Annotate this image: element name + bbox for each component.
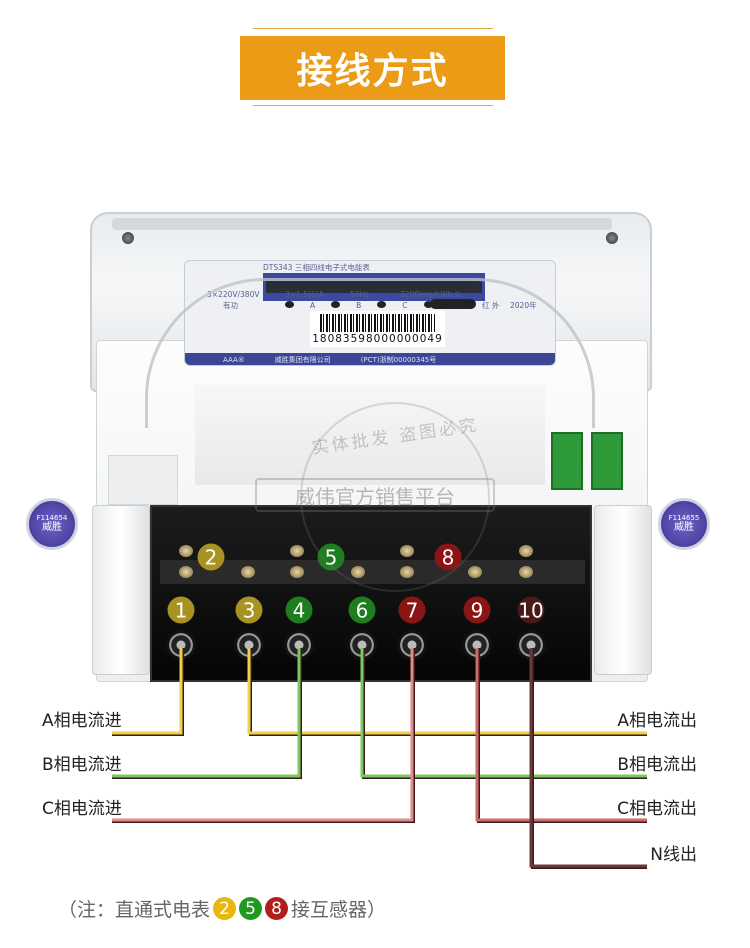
screw-icon [606, 232, 618, 244]
phase-b-label: B [356, 301, 362, 310]
cover-top-edge [112, 218, 612, 230]
terminal-number-7: 7 [398, 596, 426, 624]
right-side-post [594, 505, 652, 675]
aux-terminal-green [591, 432, 623, 490]
model-line: DTS343 三相四线电子式电能表 [263, 263, 370, 272]
serial-number: 18083598000000049 [312, 333, 443, 345]
screw-icon [122, 232, 134, 244]
seal-brand: 威胜 [674, 522, 694, 534]
seal-code: F114655 [668, 513, 700, 522]
terminal-number-6: 6 [348, 596, 376, 624]
led-icon [285, 301, 294, 308]
terminal-screw-icon [179, 545, 193, 557]
terminal-screw-icon [179, 566, 193, 578]
terminal-screw-icon [519, 566, 533, 578]
footnote: （注：直通式电表 2 5 8 接互感器） [58, 895, 386, 922]
terminal-number-3: 3 [235, 596, 263, 624]
terminal-number-2: 2 [197, 543, 225, 571]
label-n-out: N线出 [650, 845, 697, 865]
seal-brand: 威胜 [42, 522, 62, 534]
terminal-number-10: 10 [517, 596, 545, 624]
lcd-display [263, 273, 485, 301]
terminal-screw-icon [290, 566, 304, 578]
ir-port [430, 299, 476, 309]
note-prefix: （注：直通式电表 [58, 899, 211, 921]
watermark-stamp [300, 402, 490, 592]
led-icon [377, 301, 387, 308]
label-c-out: C相电流出 [617, 799, 697, 819]
phase-leds: A B C [285, 301, 433, 310]
note-terminal-8: 8 [265, 897, 289, 920]
terminal-screw-icon [290, 545, 304, 557]
wire-shadow [112, 648, 302, 779]
spec-frequency: 50Hz [350, 290, 370, 299]
phase-a-label: A [310, 301, 316, 310]
note-terminal-5: 5 [239, 897, 263, 920]
label-c-in: C相电流进 [42, 799, 122, 819]
wire-shadow [112, 648, 184, 736]
seal-right: F114655 威胜 [658, 498, 710, 550]
seal-left: F114654 威胜 [26, 498, 78, 550]
terminal-number-9: 9 [463, 596, 491, 624]
left-side-post [92, 505, 150, 675]
wire-terminal-7 [112, 648, 414, 822]
aux-terminal-green [551, 432, 583, 490]
terminal-number-4: 4 [285, 596, 313, 624]
spec-current: 3×1.5(6)A [285, 290, 324, 299]
note-suffix: 接互感器） [291, 899, 387, 921]
terminal-number-1: 1 [167, 596, 195, 624]
cert-number: (PCT)浙制00000345号 [360, 356, 437, 364]
page-title: 接线方式 [240, 36, 505, 100]
wire-terminal-6 [360, 648, 647, 778]
wire-terminal-1 [112, 648, 183, 735]
company-name: 威胜集团有限公司 [274, 356, 331, 364]
led-icon [423, 301, 433, 308]
terminal-screw-icon [468, 566, 482, 578]
terminal-screw-icon [519, 545, 533, 557]
phase-c-label: C [402, 301, 408, 310]
seal-code: F114654 [36, 513, 68, 522]
label-a-in: A相电流进 [42, 711, 122, 731]
terminal-screw-icon [241, 566, 255, 578]
wire-terminal-3 [247, 648, 647, 735]
wire-terminal-10 [529, 648, 647, 868]
wire-shadow [249, 648, 647, 736]
barcode-label: 18083598000000049 [310, 311, 445, 347]
wire-terminal-4 [112, 648, 301, 778]
barcode [320, 314, 435, 332]
lcd-screen [266, 281, 482, 293]
label-b-in: B相电流进 [42, 755, 122, 775]
title-banner-frame [253, 28, 493, 106]
wire-terminal-9 [475, 648, 647, 822]
left-clip [108, 455, 178, 505]
spec-constant: 3200imp/kWh ① [400, 290, 462, 299]
wire-shadow [362, 648, 647, 779]
note-terminal-2: 2 [213, 897, 237, 920]
led-icon [331, 301, 341, 308]
watermark-logo: 威伟官方销售平台 [255, 478, 495, 512]
label-b-out: B相电流出 [617, 755, 697, 775]
label-a-out: A相电流出 [617, 711, 697, 731]
